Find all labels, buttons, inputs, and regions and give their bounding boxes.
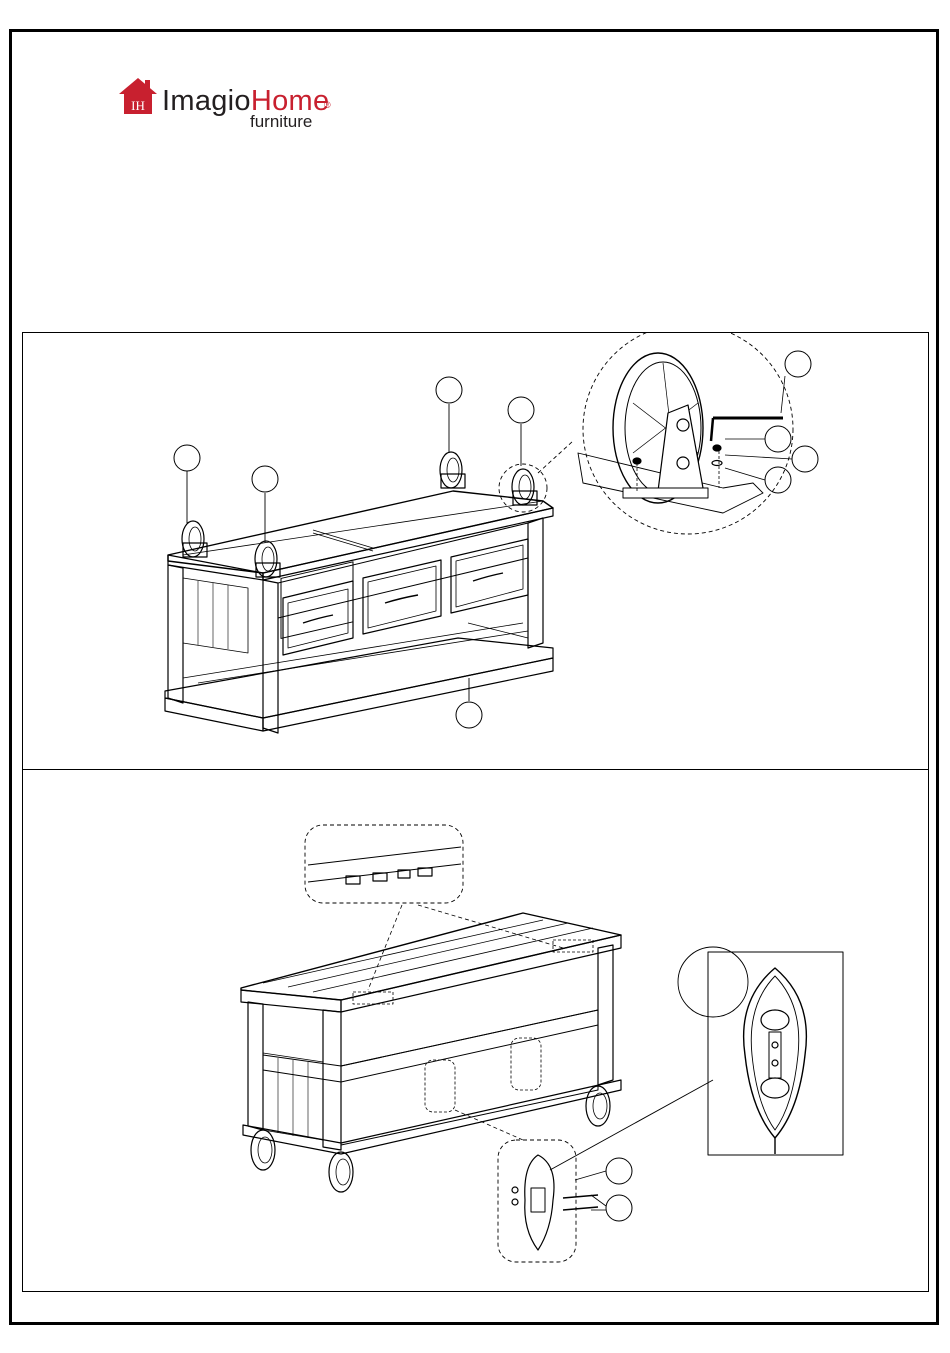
callout-1 [174,445,200,471]
registered-mark: ® [324,100,331,110]
callout-11 [606,1195,632,1221]
callout-markers-step-2 [575,1158,632,1221]
brand-logo: IH ImagioHome ® furniture [118,76,348,136]
callout-10 [606,1158,632,1184]
callout-5 [456,702,482,728]
callout-3 [436,377,462,403]
cable-clip-enlarged [678,947,843,1155]
callout-7 [765,426,791,452]
callout-4 [508,397,534,423]
callout-8 [792,446,818,472]
assembly-step-2-panel [22,769,929,1292]
leader-lines [187,404,573,701]
callout-2 [252,466,278,492]
assembled-console [241,913,621,1154]
brand-name-part1: Imagio [162,85,251,117]
console-upturned [165,491,553,733]
caster-detail-zoom [578,333,793,534]
logo-monogram: IH [131,98,145,113]
house-icon: IH [118,76,158,116]
callout-9 [765,467,791,493]
assembly-step-1-panel [22,332,929,770]
brand-subtitle: furniture [250,113,312,131]
callout-6 [785,351,811,377]
caster-wheels [182,452,547,577]
step-1-illustration [23,333,928,769]
caster-wheels-step-2 [251,1086,610,1192]
step-2-illustration [23,770,928,1291]
